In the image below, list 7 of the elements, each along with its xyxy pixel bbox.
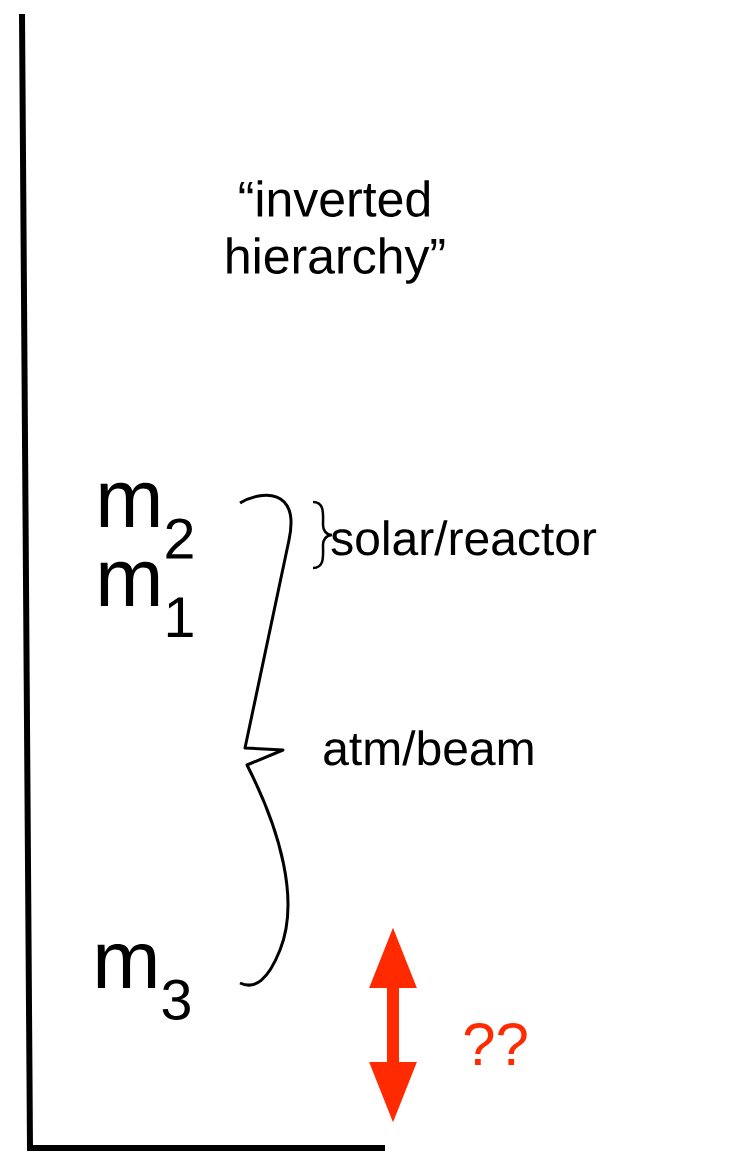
bracket-label: solar/reactor bbox=[331, 520, 597, 556]
bracket-label: atm/beam bbox=[324, 730, 533, 766]
heading-text: “inverted hierarchy” bbox=[227, 180, 445, 284]
mass-label: m$_{1}$ bbox=[100, 561, 193, 637]
mass-label: m$_{3}$ bbox=[97, 943, 190, 1021]
mass-label: m$_{2}$ bbox=[100, 482, 193, 559]
question-marks: ?? bbox=[464, 1023, 527, 1065]
